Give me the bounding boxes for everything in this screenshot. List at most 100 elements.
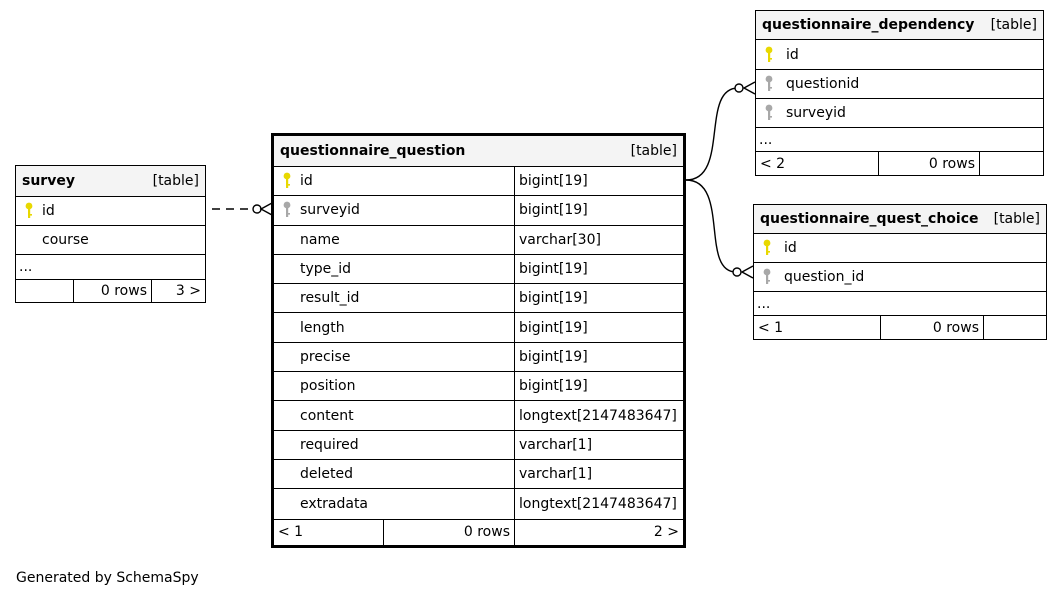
- foreign-key-icon: [756, 104, 782, 122]
- children-count[interactable]: 2 >: [514, 519, 683, 545]
- column-row[interactable]: surveyid bigint[19]: [274, 196, 683, 226]
- table-kind: [table]: [152, 173, 199, 189]
- column-name-cell: type_id: [274, 255, 514, 283]
- column-name-cell: precise: [274, 343, 514, 371]
- column-type: varchar[1]: [514, 430, 683, 459]
- column-type: bigint[19]: [514, 196, 683, 225]
- edge-question-dependency-optional-marker: [734, 83, 744, 93]
- column-name-cell: surveyid: [274, 196, 514, 224]
- table-footer: < 2 0 rows: [756, 152, 1043, 175]
- edge-question-dependency-crowfoot: [742, 81, 756, 95]
- table-survey[interactable]: survey [table] id course ... 0 rows 3 >: [15, 165, 206, 303]
- column-name-cell: required: [274, 431, 514, 459]
- table-questionnaire-quest-choice[interactable]: questionnaire_quest_choice [table] id qu…: [753, 204, 1047, 340]
- column-name: result_id: [300, 290, 360, 307]
- column-type: bigint[19]: [514, 372, 683, 401]
- column-type: bigint[19]: [514, 167, 683, 196]
- column-row[interactable]: questionid: [756, 70, 1043, 99]
- parents-count[interactable]: < 1: [758, 319, 784, 336]
- row-count: 0 rows: [878, 152, 979, 175]
- more-columns-row: ...: [16, 255, 205, 280]
- column-row[interactable]: id: [756, 40, 1043, 70]
- column-row[interactable]: deleted varchar[1]: [274, 459, 683, 490]
- column-name-cell: id: [274, 167, 514, 195]
- table-footer: < 1 0 rows: [754, 316, 1046, 339]
- column-row[interactable]: id: [754, 234, 1046, 263]
- foreign-key-icon: [274, 201, 300, 219]
- column-name: precise: [300, 348, 351, 365]
- column-row[interactable]: required varchar[1]: [274, 430, 683, 460]
- column-name: course: [42, 232, 89, 248]
- column-name: id: [42, 203, 55, 219]
- primary-key-icon: [756, 46, 782, 64]
- children-count[interactable]: [983, 316, 1046, 339]
- edge-question-choice: [685, 179, 737, 273]
- column-name: questionid: [786, 76, 860, 92]
- table-kind: [table]: [993, 211, 1040, 227]
- row-count: 0 rows: [383, 519, 514, 545]
- table-footer: < 1 0 rows 2 >: [274, 518, 683, 545]
- row-count: 0 rows: [880, 316, 983, 339]
- table-name: survey: [22, 173, 75, 189]
- column-name-cell: length: [274, 313, 514, 341]
- table-kind: [table]: [990, 17, 1037, 33]
- column-row[interactable]: id: [16, 197, 205, 226]
- column-name: deleted: [300, 466, 353, 483]
- more-columns-row: ...: [754, 292, 1046, 316]
- parents-count[interactable]: < 1: [278, 524, 304, 541]
- column-row[interactable]: id bigint[19]: [274, 167, 683, 197]
- foreign-key-icon: [756, 75, 782, 93]
- table-name: questionnaire_dependency: [762, 17, 975, 33]
- primary-key-icon: [16, 202, 42, 220]
- column-name: position: [300, 378, 356, 395]
- column-name: length: [300, 319, 345, 336]
- parents-count[interactable]: [16, 280, 73, 302]
- column-type: varchar[1]: [514, 459, 683, 489]
- table-name: questionnaire_question: [280, 143, 466, 159]
- column-row[interactable]: length bigint[19]: [274, 313, 683, 343]
- column-row[interactable]: question_id: [754, 263, 1046, 292]
- column-type: bigint[19]: [514, 342, 683, 372]
- table-header: survey [table]: [16, 166, 205, 197]
- column-name: id: [786, 46, 799, 63]
- table-name: questionnaire_quest_choice: [760, 211, 979, 227]
- table-kind: [table]: [630, 143, 677, 159]
- column-name: id: [784, 240, 797, 256]
- column-row[interactable]: course: [16, 226, 205, 255]
- column-row[interactable]: precise bigint[19]: [274, 342, 683, 373]
- edge-question-choice-optional-marker: [732, 267, 742, 277]
- primary-key-icon: [754, 239, 780, 257]
- column-name-cell: deleted: [274, 460, 514, 488]
- primary-key-icon: [274, 172, 300, 190]
- edge-question-choice-crowfoot: [740, 265, 754, 279]
- column-type: longtext[2147483647]: [514, 401, 683, 430]
- column-name: name: [300, 231, 340, 248]
- column-name: id: [300, 173, 313, 190]
- table-header: questionnaire_question [table]: [274, 136, 683, 167]
- parents-count[interactable]: < 2: [760, 155, 786, 172]
- generated-by-credit: Generated by SchemaSpy: [16, 570, 199, 586]
- column-name: surveyid: [300, 202, 360, 219]
- column-name: required: [300, 436, 359, 453]
- more-columns-indicator: ...: [19, 259, 33, 275]
- column-row[interactable]: position bigint[19]: [274, 372, 683, 402]
- table-footer: 0 rows 3 >: [16, 280, 205, 302]
- column-type: bigint[19]: [514, 254, 683, 284]
- table-header: questionnaire_dependency [table]: [756, 11, 1043, 40]
- column-name-cell: content: [274, 401, 514, 429]
- table-questionnaire-question[interactable]: questionnaire_question [table] id bigint[…: [271, 133, 686, 548]
- column-row[interactable]: surveyid: [756, 99, 1043, 128]
- column-type: bigint[19]: [514, 313, 683, 342]
- table-questionnaire-dependency[interactable]: questionnaire_dependency [table] id ques…: [755, 10, 1044, 176]
- more-columns-indicator: ...: [759, 131, 773, 148]
- children-count[interactable]: [979, 152, 1043, 175]
- children-count[interactable]: 3 >: [151, 280, 205, 302]
- column-name: extradata: [300, 495, 369, 512]
- column-name: question_id: [784, 269, 865, 285]
